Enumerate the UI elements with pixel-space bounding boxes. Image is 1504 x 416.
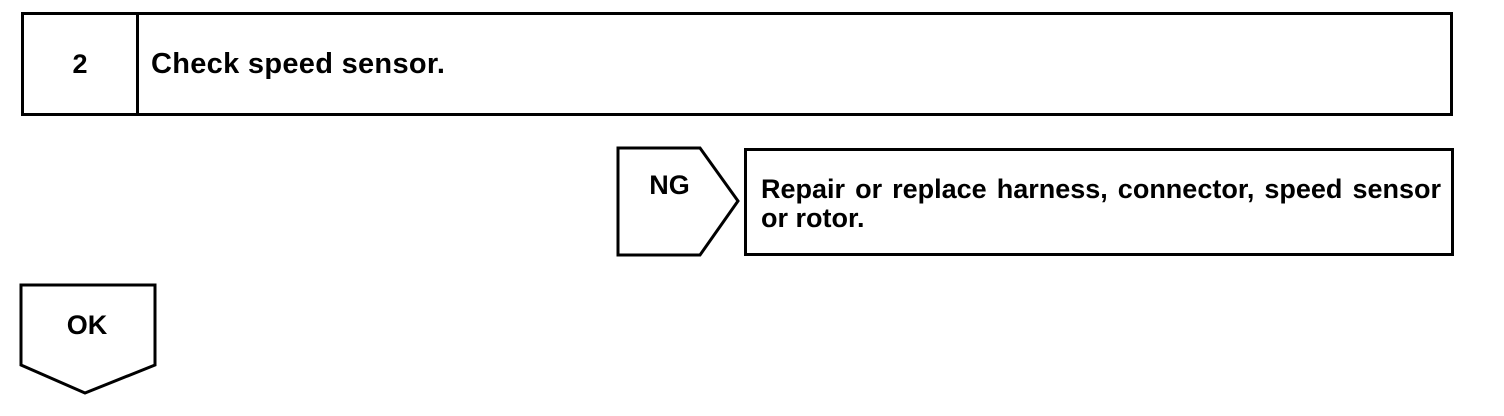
ng-label: NG: [649, 170, 690, 200]
ok-label: OK: [66, 310, 108, 340]
step-header: 2 Check speed sensor.: [21, 12, 1453, 116]
ng-arrow-shape: [616, 146, 740, 257]
ng-action-box: Repair or replace harness, connector, sp…: [744, 148, 1454, 256]
ok-arrow-shape: [19, 283, 157, 395]
step-number: 2: [24, 15, 139, 113]
step-title: Check speed sensor.: [151, 47, 446, 80]
